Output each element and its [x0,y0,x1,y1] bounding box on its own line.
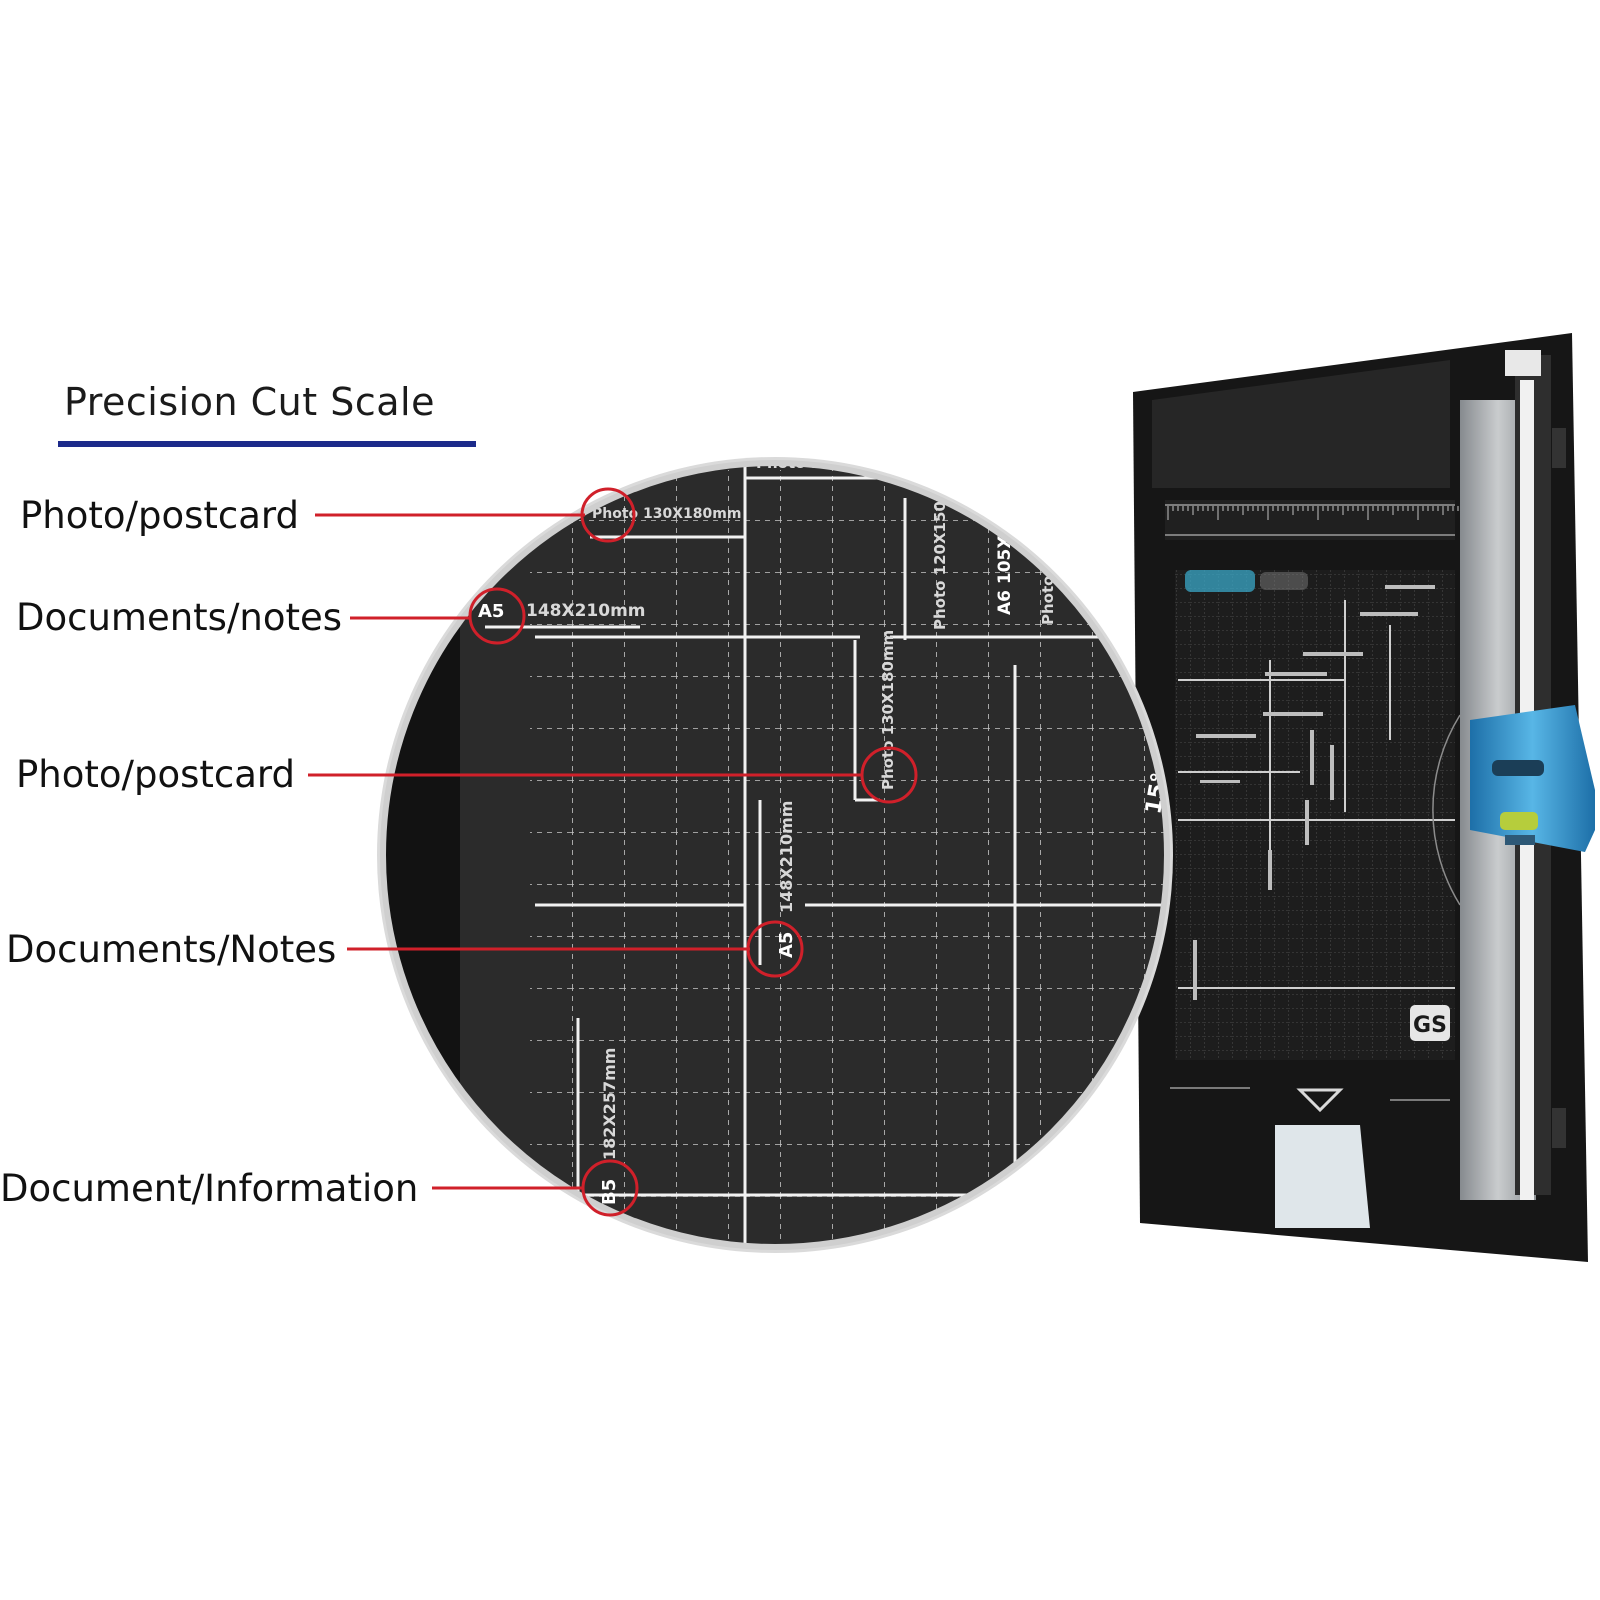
callout-label-documents-notes-2: Documents/Notes [6,928,337,971]
magnifier-lens: Photo 120X150 Photo 130X180mm A5 148X210… [377,457,1173,1253]
callout-label-documents-notes: Documents/notes [16,596,343,639]
callout-label-photo-postcard-1: Photo/postcard [20,494,299,537]
callout-marker-3 [860,746,918,804]
callout-label-photo-postcard-2: Photo/postcard [16,753,295,796]
label-a6-size: A6 105X1 [995,524,1015,615]
label-b5-tag: B5 [599,1179,620,1205]
gs-logo-text: GS [1413,1013,1447,1038]
label-photo-120x150-vertical: Photo 120X150mm [931,470,949,630]
label-a5-vertical-tag: A5 [776,932,797,958]
callout-marker-5 [581,1159,639,1217]
heading-title: Precision Cut Scale [64,380,435,424]
callout-lines [308,487,918,1217]
label-a5-vertical-size: 148X210mm [777,801,796,913]
cutter-head [1470,705,1595,852]
label-b5-size: 182X257mm [600,1048,619,1160]
callout-label-document-information: Document/Information [0,1167,419,1210]
label-photo-130x180-vertical: Photo 130X180mm [879,630,897,790]
callout-marker-2 [468,587,526,645]
gs-logo: GS [1410,1005,1450,1041]
label-photo-130x180: Photo 130X180mm [592,506,741,522]
heading-underline [58,441,476,447]
label-a5-size: 148X210mm [526,601,646,621]
label-a5-tag: A5 [478,601,504,622]
callout-marker-1 [580,487,636,543]
paper-trimmer: GS [1133,333,1595,1262]
callout-marker-4 [746,920,804,978]
